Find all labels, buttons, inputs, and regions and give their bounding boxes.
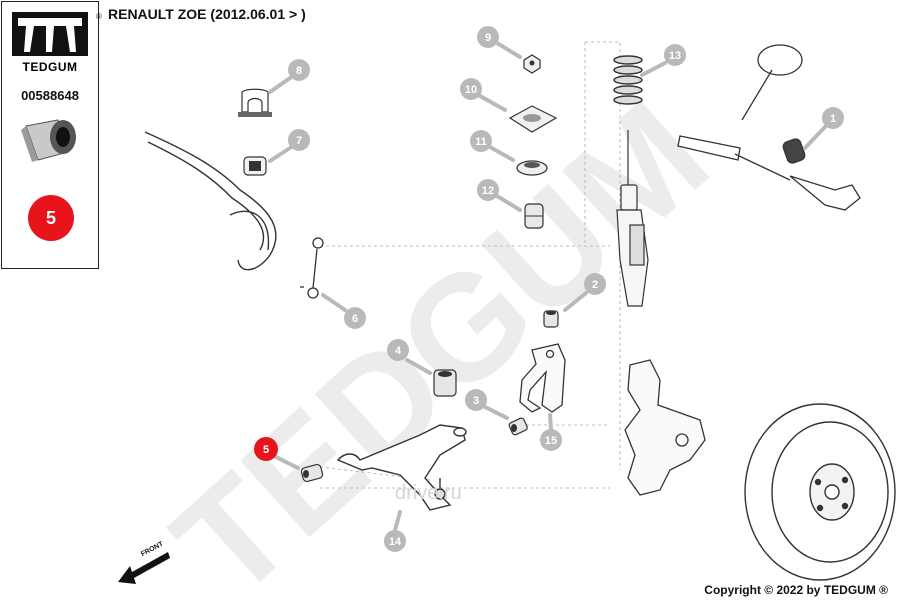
svg-text:9: 9 xyxy=(485,32,491,44)
callout-12[interactable]: 12 xyxy=(477,179,499,201)
svg-text:5: 5 xyxy=(263,444,269,456)
position-badge: 5 xyxy=(28,195,74,241)
callout-leaders xyxy=(268,41,827,532)
page-title: RENAULT ZOE (2012.06.01 > ) xyxy=(108,6,306,22)
strut-nut xyxy=(523,54,541,74)
sidebar-panel: TEDGUM ® 00588648 5 xyxy=(1,1,102,269)
bushing-4 xyxy=(433,369,457,397)
guide-lines xyxy=(319,41,621,489)
arm-bracket xyxy=(519,343,566,413)
svg-text:6: 6 xyxy=(352,313,358,325)
svg-text:4: 4 xyxy=(395,345,402,357)
callout-5[interactable]: 5 xyxy=(254,437,278,461)
bushing-2 xyxy=(543,310,559,328)
svg-text:8: 8 xyxy=(296,65,302,77)
svg-text:7: 7 xyxy=(296,135,302,147)
part-number: 00588648 xyxy=(21,88,79,103)
logo-icon xyxy=(12,12,88,56)
steering-knuckle xyxy=(624,359,706,496)
svg-text:14: 14 xyxy=(389,536,402,548)
svg-text:12: 12 xyxy=(482,185,494,197)
stabilizer-bushing xyxy=(243,156,267,176)
lower-control-arm xyxy=(336,424,467,511)
bushing-3 xyxy=(508,417,528,436)
callout-1[interactable]: 1 xyxy=(822,107,844,129)
part-thumbnail xyxy=(16,112,86,172)
stabilizer-bar xyxy=(144,131,277,271)
callout-9[interactable]: 9 xyxy=(477,26,499,48)
stabilizer-clamp xyxy=(238,88,272,117)
callout-8[interactable]: 8 xyxy=(288,59,310,81)
registered-mark: ® xyxy=(96,12,102,21)
front-arrow-icon xyxy=(118,552,170,584)
callout-10[interactable]: 10 xyxy=(460,78,482,100)
strut xyxy=(616,130,649,307)
svg-text:11: 11 xyxy=(475,136,487,148)
watermark-text: TEDGUM xyxy=(143,69,738,600)
callout-11[interactable]: 11 xyxy=(470,130,492,152)
svg-text:13: 13 xyxy=(669,50,681,62)
svg-text:15: 15 xyxy=(545,435,557,447)
callout-15[interactable]: 15 xyxy=(540,429,562,451)
svg-text:10: 10 xyxy=(465,84,477,96)
strut-bearing xyxy=(516,160,548,176)
shop-watermark: drive.ru xyxy=(395,482,462,504)
copyright-text: Copyright © 2022 by TEDGUM ® xyxy=(704,583,888,597)
callout-3[interactable]: 3 xyxy=(465,389,487,411)
callout-4[interactable]: 4 xyxy=(387,339,409,361)
bump-stop xyxy=(524,203,544,229)
svg-text:1: 1 xyxy=(830,113,836,125)
svg-text:3: 3 xyxy=(473,395,479,407)
stabilizer-link xyxy=(300,237,324,299)
svg-text:2: 2 xyxy=(592,279,598,291)
brand-logo[interactable]: TEDGUM ® xyxy=(10,10,102,74)
coil-spring xyxy=(613,55,643,105)
strut-mount xyxy=(508,105,558,133)
bushing-5 xyxy=(300,463,324,483)
callouts: 1 2 3 4 5 6 7 8 9 10 11 12 13 14 15 xyxy=(254,26,844,552)
wheel xyxy=(744,403,896,581)
callout-14[interactable]: 14 xyxy=(384,530,406,552)
bushing-thumbnail-icon xyxy=(21,119,76,162)
brand-name: TEDGUM xyxy=(22,60,78,74)
callout-6[interactable]: 6 xyxy=(344,307,366,329)
steering-assembly xyxy=(677,44,861,211)
callout-7[interactable]: 7 xyxy=(288,129,310,151)
callout-13[interactable]: 13 xyxy=(664,44,686,66)
callout-2[interactable]: 2 xyxy=(584,273,606,295)
